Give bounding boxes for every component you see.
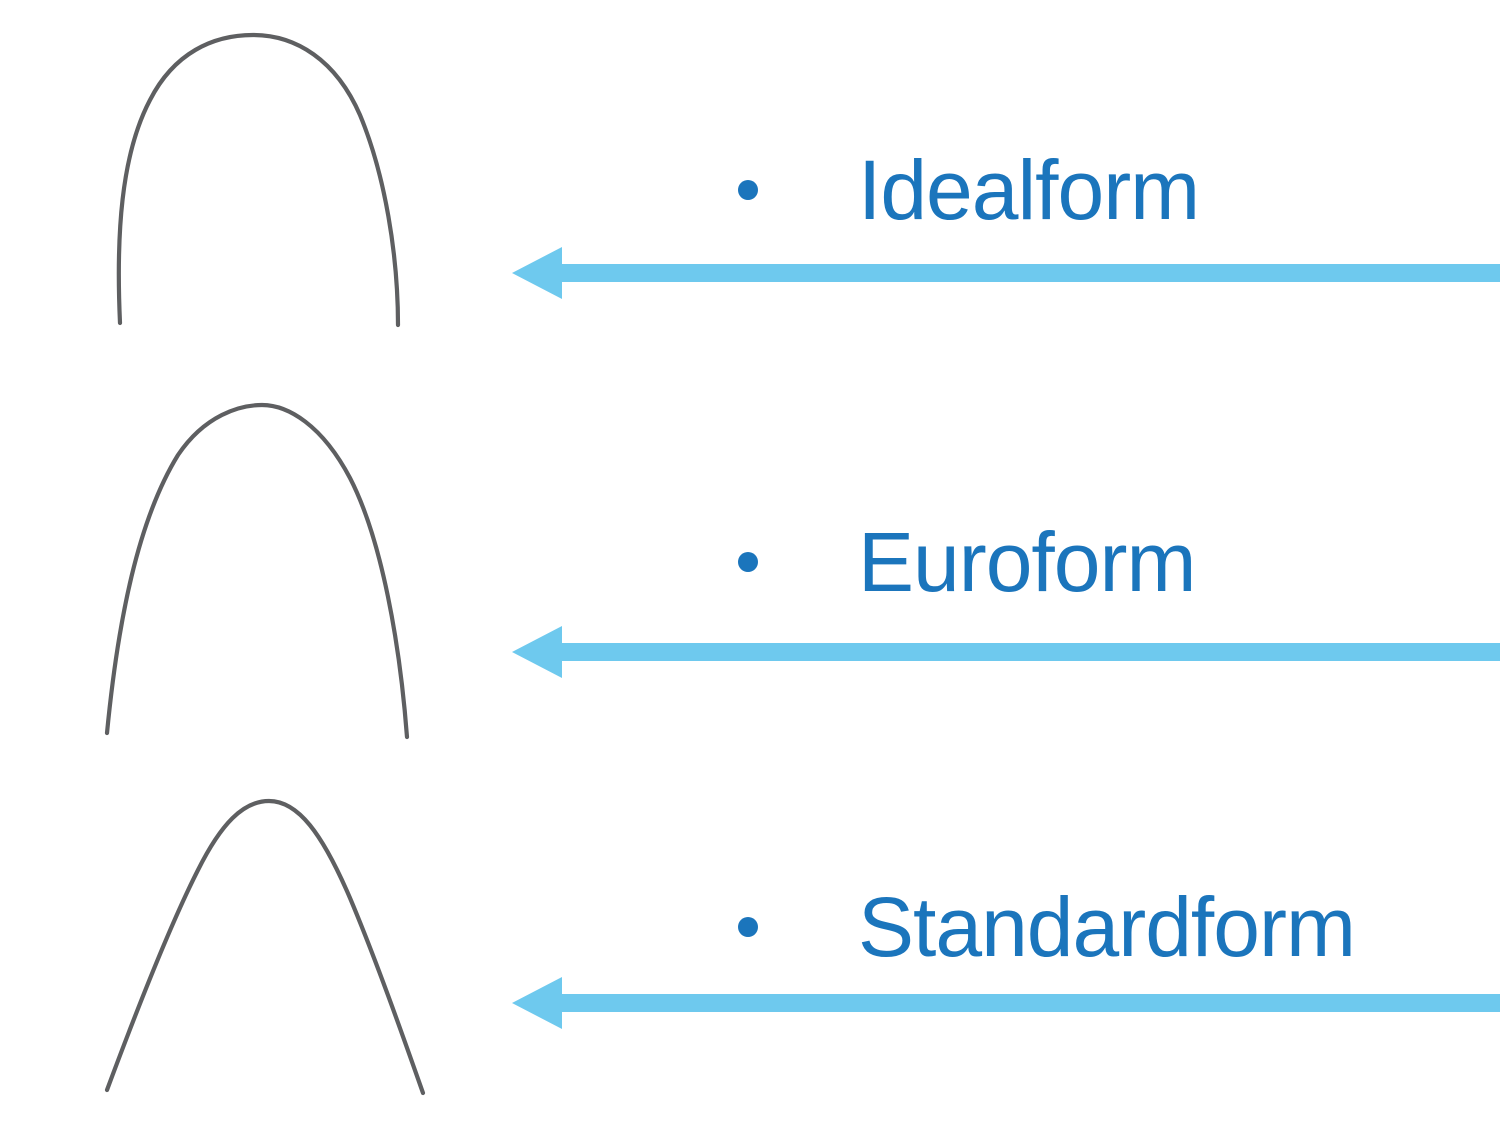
idealform-archwire-image xyxy=(116,32,401,328)
standardform-arrow-icon xyxy=(512,977,1500,1029)
standardform-label: Standardform xyxy=(858,880,1356,974)
bullet-icon xyxy=(738,552,758,572)
standardform-archwire-image xyxy=(104,798,426,1096)
bullet-icon xyxy=(738,917,758,937)
idealform-label: Idealform xyxy=(858,143,1200,237)
standardform-label-row: Standardform xyxy=(738,880,1356,974)
idealform-arrow-icon xyxy=(512,247,1500,299)
bullet-icon xyxy=(738,180,758,200)
euroform-archwire-image xyxy=(104,402,410,740)
euroform-label-row: Euroform xyxy=(738,515,1196,609)
euroform-label: Euroform xyxy=(858,515,1196,609)
euroform-arrow-icon xyxy=(512,626,1500,678)
idealform-label-row: Idealform xyxy=(738,143,1200,237)
